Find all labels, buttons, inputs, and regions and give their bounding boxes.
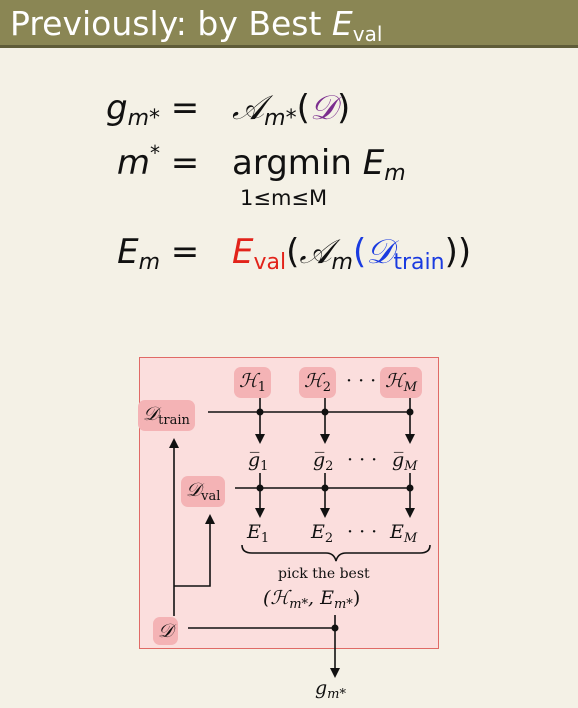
h1-node: ℋ1 <box>234 367 272 398</box>
eq2-op: = <box>170 143 200 183</box>
output-g: gm* <box>315 677 346 702</box>
g2-text: g̅2 <box>313 449 334 474</box>
eq2-rhs: argmin Em <box>232 143 406 186</box>
eq3-lhs: Em <box>117 232 160 275</box>
eq3-rhs: Eval(𝒜m(𝒟train)) <box>232 232 472 275</box>
hm-node: ℋM <box>380 367 423 398</box>
argmin-range: 1≤m≤M <box>240 186 328 210</box>
eq2-lhs: m* <box>116 141 160 183</box>
eq1-op: = <box>170 88 200 128</box>
pick-result: (ℋm*, Em*) <box>263 587 361 612</box>
e2-text: E2 <box>311 521 334 546</box>
h-dots: · · · <box>346 370 377 392</box>
title-bar: Previously: by Best Eval <box>0 0 578 48</box>
d-node: 𝒟 <box>153 617 179 645</box>
e-brace <box>241 544 431 562</box>
h2-node: ℋ2 <box>299 367 337 398</box>
slide-title: Previously: by Best Eval <box>10 4 383 46</box>
gm-text: g̅M <box>392 449 418 474</box>
e-dots: · · · <box>347 521 378 543</box>
eq1-lhs: gm* <box>105 88 160 131</box>
d-val-node: 𝒟val <box>181 476 226 507</box>
d-train-node: 𝒟train <box>138 400 195 431</box>
d-to-dval-arrow <box>174 514 215 587</box>
g1-text: g̅1 <box>248 449 269 474</box>
pick-label: pick the best <box>278 566 370 582</box>
eq3-op: = <box>170 232 200 272</box>
e1-text: E1 <box>247 521 270 546</box>
eq1-rhs: 𝒜m*(𝒟) <box>232 88 351 131</box>
g-dots: · · · <box>347 449 378 471</box>
em-text: EM <box>390 521 418 546</box>
